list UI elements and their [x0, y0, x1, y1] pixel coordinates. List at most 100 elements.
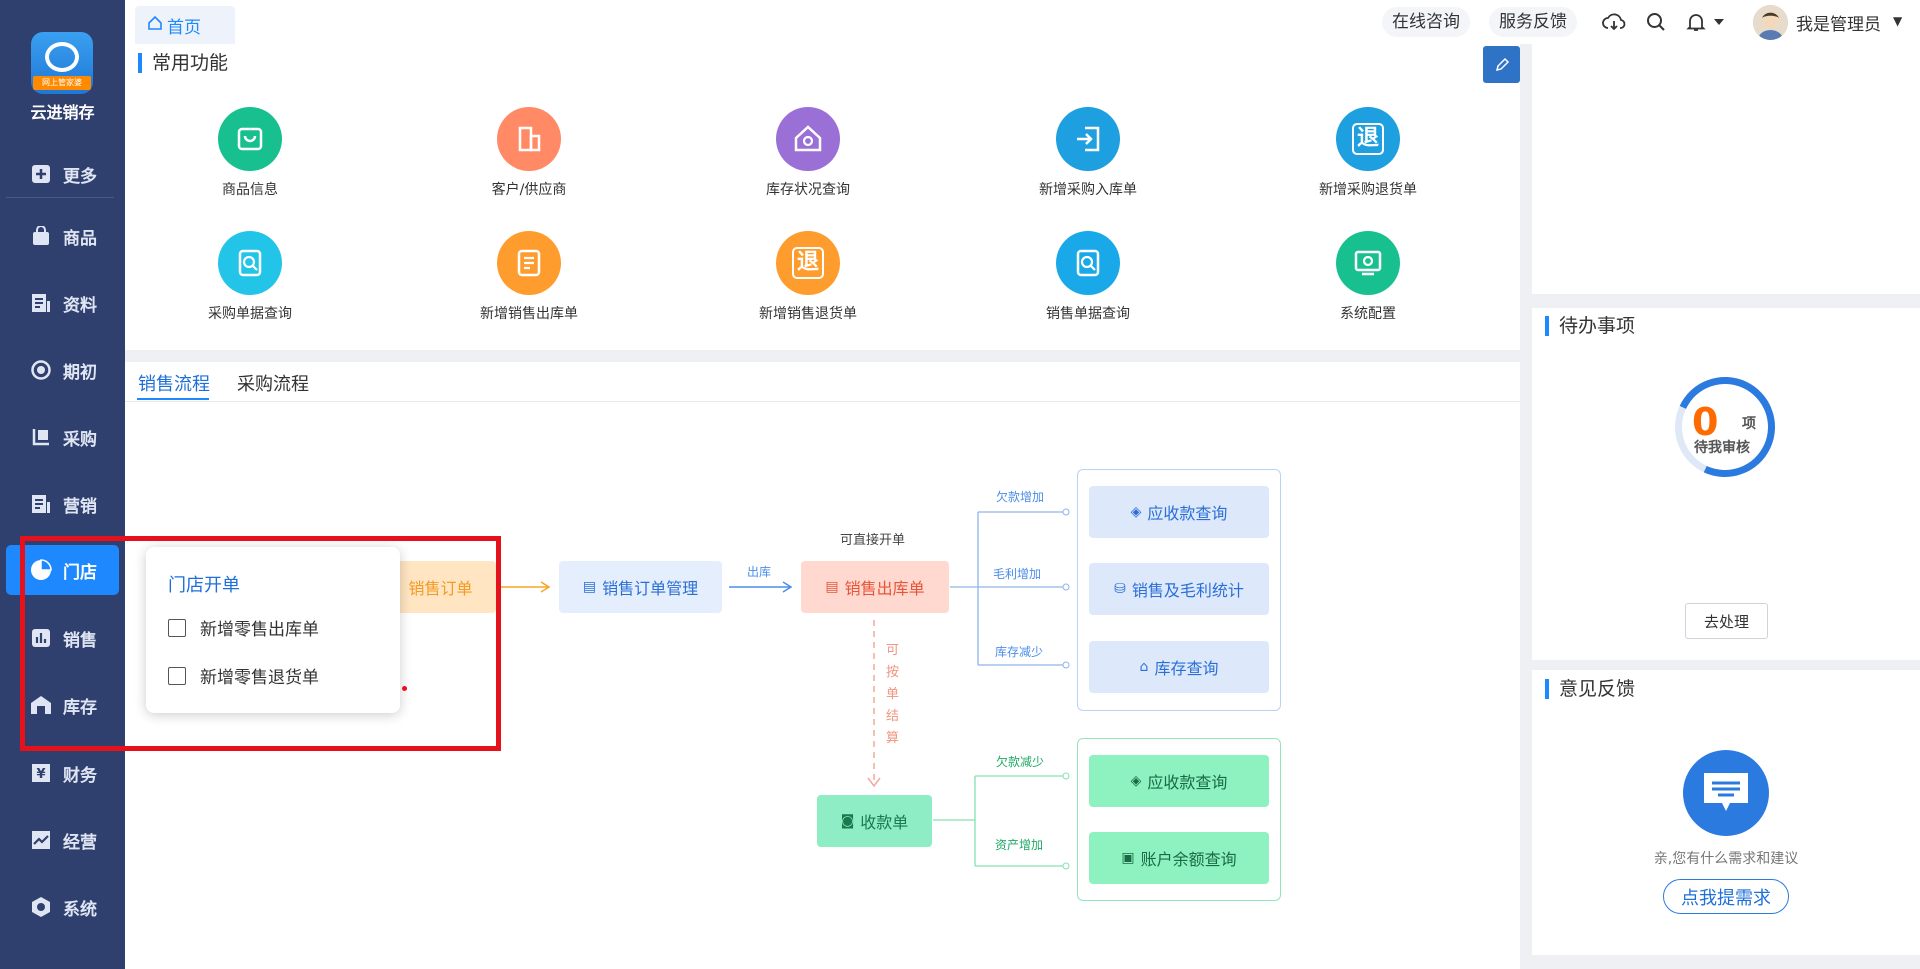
bell-dropdown-icon[interactable] [1707, 10, 1731, 34]
sidebar-item-label: 资料 [63, 295, 97, 316]
feature-5[interactable]: 退新增采购退货单 [1278, 107, 1458, 199]
bag-icon [218, 107, 282, 171]
feature-6[interactable]: 采购单据查询 [160, 231, 340, 323]
pending-unit: 项 [1742, 416, 1756, 432]
store-submenu-popup: 门店开单 新增零售出库单 新增零售退货单 [146, 547, 400, 713]
sidebar-item-data[interactable]: 资料 [6, 278, 119, 328]
tabs-divider [125, 401, 1520, 402]
feature-3[interactable]: 库存状况查询 [718, 107, 898, 199]
tab-home-label: 首页 [167, 17, 201, 38]
app-logo[interactable]: 网上管家婆 [31, 32, 93, 94]
sidebar-item-initial[interactable]: 期初 [6, 345, 119, 395]
sidebar-item-label: 采购 [63, 429, 97, 450]
edit-button[interactable] [1483, 46, 1520, 83]
receipt-icon [168, 666, 186, 685]
feedback-text: 亲,您有什么需求和建议 [1653, 851, 1799, 867]
sidebar-item-marketing[interactable]: 营销 [6, 479, 119, 529]
sidebar-item-system[interactable]: 系统 [6, 882, 119, 932]
tab-sales-flow[interactable]: 销售流程 [138, 374, 210, 395]
sales-order-manage-box[interactable]: ▤ 销售订单管理 [559, 561, 722, 613]
database-icon: ⛁ [1114, 581, 1126, 597]
sales-order-box[interactable]: 销售订单 [385, 561, 496, 613]
receipt-label: 收款单 [860, 813, 909, 832]
sidebar-item-label: 营销 [63, 496, 97, 517]
doc-return-icon: 退 [776, 231, 840, 295]
feature-7[interactable]: 新增销售出库单 [439, 231, 619, 323]
popup-item-label: 新增零售退货单 [200, 668, 319, 688]
sidebar-item-label: 商品 [63, 228, 97, 249]
feature-4[interactable]: 新增采购入库单 [998, 107, 1178, 199]
pending-title: 待办事项 [1545, 316, 1635, 336]
tab-purchase-flow[interactable]: 采购流程 [237, 374, 309, 395]
connector-top-branches [950, 511, 1066, 666]
inventory-query-box[interactable]: ⌂ 库存查询 [1089, 641, 1269, 693]
sidebar-item-purchase[interactable]: 采购 [6, 412, 119, 462]
receipt-box[interactable]: ◙收款单 [817, 795, 932, 847]
online-consult-button[interactable]: 在线咨询 [1382, 7, 1470, 37]
home-search-icon: ⌂ [1139, 659, 1149, 675]
sidebar-divider [6, 197, 114, 198]
yen-icon: ¥ [30, 762, 52, 784]
sales-out-box[interactable]: ▤销售出库单 [801, 561, 949, 613]
receivable-query-green-box[interactable]: ◈应收款查询 [1089, 755, 1269, 807]
feature-10[interactable]: 系统配置 [1278, 231, 1458, 323]
avatar[interactable] [1753, 5, 1788, 40]
new-retail-return-order-item[interactable]: 新增零售退货单 [168, 663, 319, 688]
feature-9[interactable]: 销售单据查询 [998, 231, 1178, 323]
target-label: 库存查询 [1154, 659, 1219, 678]
sidebar-item-goods[interactable]: 商品 [6, 211, 119, 261]
sidebar-item-label: 系统 [63, 899, 97, 920]
go-process-button[interactable]: 去处理 [1685, 603, 1768, 639]
tab-home[interactable]: 首页 [135, 6, 235, 44]
submit-feedback-button[interactable]: 点我提需求 [1663, 879, 1789, 914]
node-dot [1062, 583, 1070, 591]
doc-out-icon [497, 231, 561, 295]
sales-out-label: 销售出库单 [844, 579, 925, 598]
common-functions-card [125, 44, 1520, 350]
new-retail-out-order-item[interactable]: 新增零售出库单 [168, 615, 319, 640]
doc-icon: ▤ [582, 579, 597, 595]
feature-label: 库存状况查询 [766, 182, 850, 198]
feature-label: 新增销售出库单 [480, 306, 578, 322]
brand-name: 云进销存 [30, 103, 95, 122]
feature-label: 系统配置 [1340, 306, 1396, 322]
target-icon [30, 359, 52, 381]
feature-label: 采购单据查询 [208, 306, 292, 322]
bell-icon[interactable] [1684, 10, 1708, 34]
pencil-icon [1495, 57, 1509, 71]
sidebar-item-inventory[interactable]: 库存 [6, 680, 119, 730]
settings-screen-icon [1336, 231, 1400, 295]
home-search-icon [776, 107, 840, 171]
order-manage-label: 销售订单管理 [602, 579, 699, 598]
list-icon [30, 493, 52, 515]
cloud-icon [45, 42, 79, 72]
top-targets-group [1077, 469, 1281, 711]
receipt-icon [168, 618, 186, 637]
service-feedback-button[interactable]: 服务反馈 [1489, 7, 1577, 37]
common-functions-title: 常用功能 [138, 53, 228, 73]
user-dropdown-icon[interactable]: ▼ [1893, 14, 1903, 28]
sidebar-item-finance[interactable]: ¥ 财务 [6, 748, 119, 798]
shield-icon: ◈ [1130, 773, 1142, 789]
sidebar-item-label: 更多 [63, 166, 97, 187]
sidebar-item-more[interactable]: 更多 [6, 149, 119, 199]
cloud-download-icon[interactable] [1602, 10, 1626, 34]
sidebar-item-sales[interactable]: 销售 [6, 613, 119, 663]
user-name[interactable]: 我是管理员 [1796, 15, 1881, 35]
feature-label: 新增销售退货单 [759, 306, 857, 322]
right-top-card [1532, 44, 1920, 294]
sidebar-item-operation[interactable]: 经营 [6, 815, 119, 865]
feature-label: 新增采购入库单 [1039, 182, 1137, 198]
feature-2[interactable]: 客户/供应商 [439, 107, 619, 199]
home-icon [147, 15, 163, 36]
search-icon[interactable] [1644, 10, 1668, 34]
feature-1[interactable]: 商品信息 [160, 107, 340, 199]
feature-label: 新增采购退货单 [1319, 182, 1417, 198]
bottom-targets-group [1077, 738, 1281, 901]
account-balance-query-box[interactable]: ▣账户余额查询 [1089, 832, 1269, 884]
bar-chart-icon [30, 627, 52, 649]
receivable-query-box[interactable]: ◈应收款查询 [1089, 486, 1269, 538]
sales-profit-stats-box[interactable]: ⛁销售及毛利统计 [1089, 563, 1269, 615]
feature-8[interactable]: 退新增销售退货单 [718, 231, 898, 323]
